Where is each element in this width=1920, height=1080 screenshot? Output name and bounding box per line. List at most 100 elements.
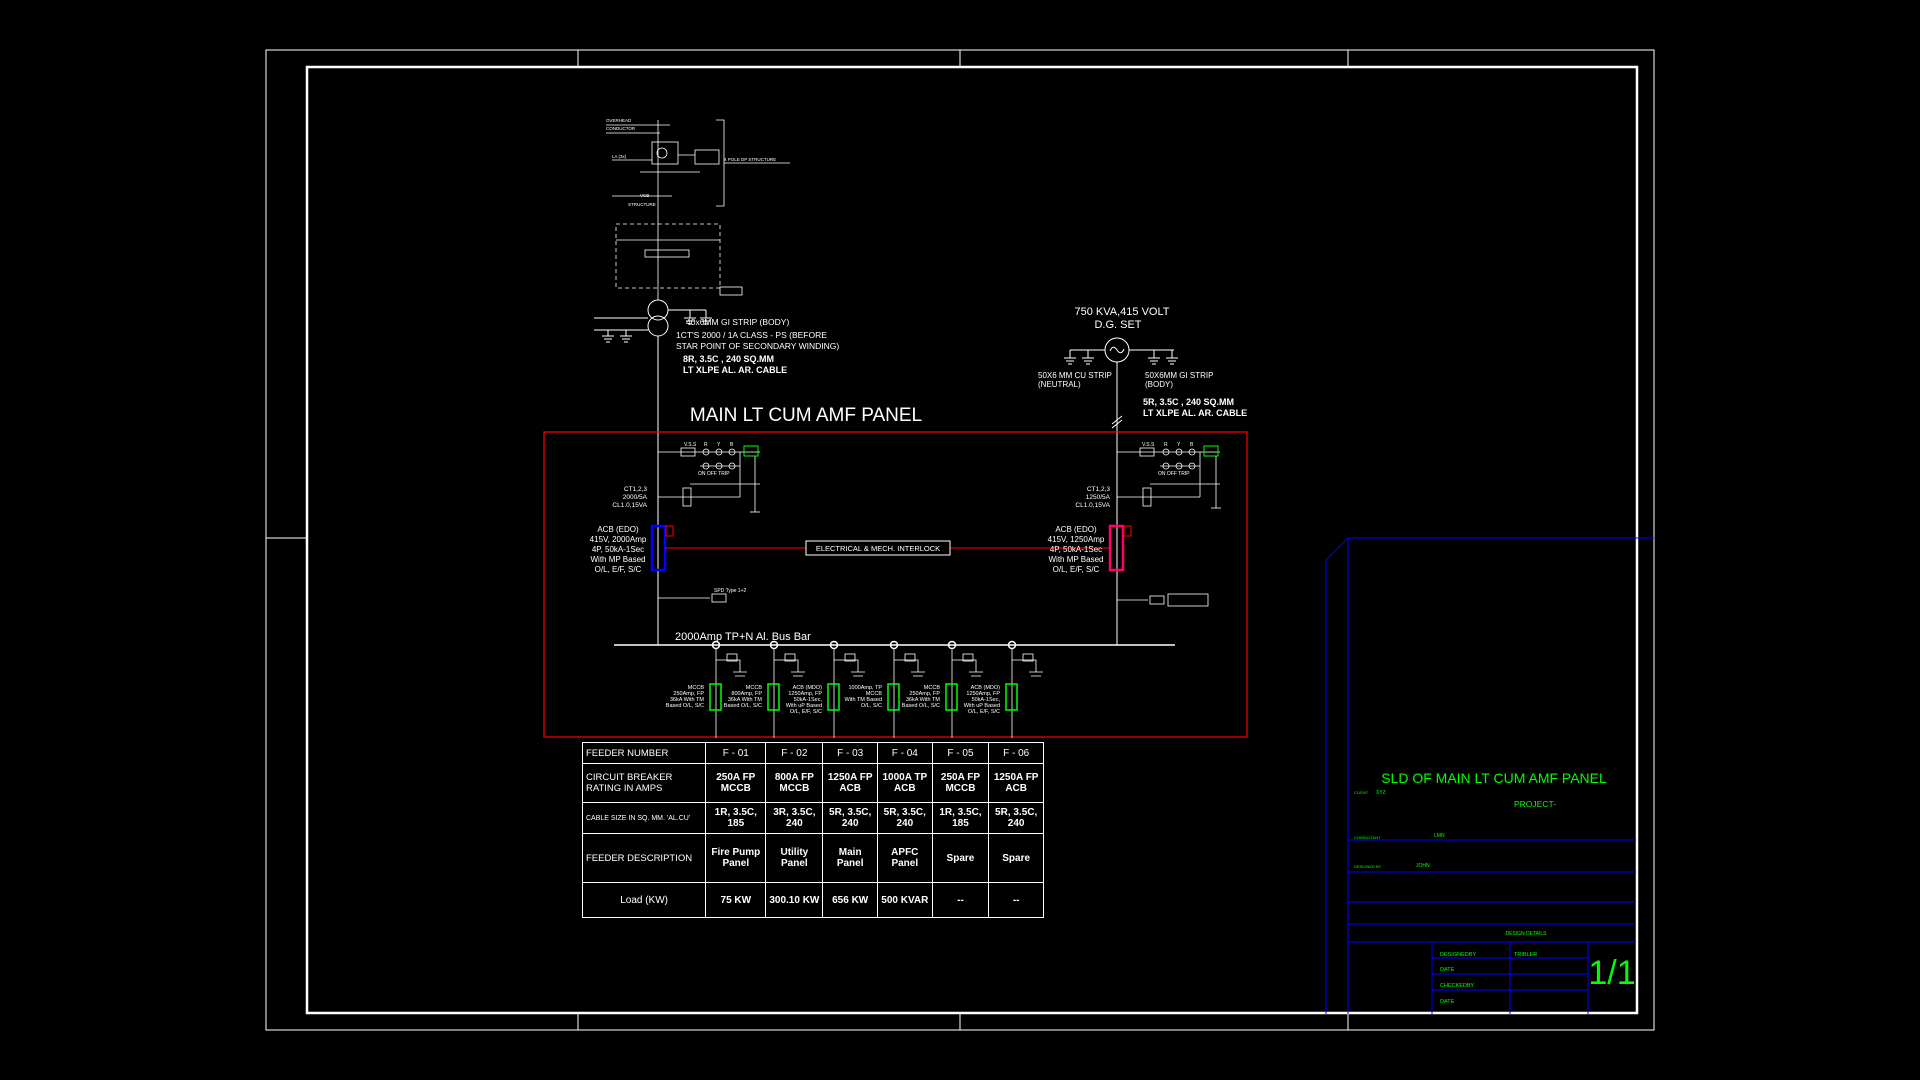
svg-text:1000Amp, TP: 1000Amp, TP xyxy=(848,685,882,691)
sheet-number: 1/1 xyxy=(1588,954,1635,992)
table-cell: 250A FP MCCB xyxy=(705,763,767,803)
consultant-label: CONSULTANT xyxy=(1354,835,1381,840)
svg-text:250Amp, FP: 250Amp, FP xyxy=(909,691,940,697)
design-details-label: DESIGN DETAILS xyxy=(1505,931,1547,937)
feeder-02-drop xyxy=(769,640,805,738)
feeder-schedule-table: FEEDER NUMBER F - 01 F - 02 F - 03 F - 0… xyxy=(581,742,1044,918)
inner-border xyxy=(305,65,1639,1015)
interlock-label: ELECTRICAL & MECH. INTERLOCK xyxy=(816,544,940,553)
prepared-value: TRIBLER xyxy=(1514,952,1537,958)
project-label: PROJECT- xyxy=(1514,799,1556,809)
svg-text:MCCB: MCCB xyxy=(746,685,763,691)
right-acb-label4: With MP Based xyxy=(1049,555,1104,564)
gi-strip-label: 40x6MM GI STRIP (BODY) xyxy=(686,317,789,327)
table-cell: -- xyxy=(931,882,990,918)
left-ct-label3: CL1.0,15VA xyxy=(612,502,647,509)
transformer-symbol xyxy=(594,299,669,645)
row-header: FEEDER DESCRIPTION xyxy=(581,833,707,883)
feeder-05-drop xyxy=(947,640,983,738)
table-cell: Main Panel xyxy=(822,833,878,883)
table-cell: Utility Panel xyxy=(765,833,824,883)
svg-text:ON OFF TRIP: ON OFF TRIP xyxy=(698,471,730,477)
svg-text:36kA With TM: 36kA With TM xyxy=(670,697,705,703)
right-incomer-metering xyxy=(1117,447,1221,607)
svg-text:MCCB: MCCB xyxy=(688,685,705,691)
source-cable-line1: 8R, 3.5C , 240 SQ.MM xyxy=(683,354,774,364)
row-header: Load (KW) xyxy=(581,882,707,918)
svg-text:36kA With TM: 36kA With TM xyxy=(906,697,941,703)
table-row: FEEDER DESCRIPTION Fire Pump Panel Utili… xyxy=(581,833,1044,883)
right-acb xyxy=(1108,524,1125,572)
right-acb-label5: O/L, E/F, S/C xyxy=(1053,565,1100,574)
checked-by-label: CHECKEDBY xyxy=(1440,983,1475,989)
svg-text:O/L, E/F, S/C: O/L, E/F, S/C xyxy=(968,709,1000,715)
table-cell: 500 KVAR xyxy=(876,882,933,918)
designer-label: DESIGNED BY xyxy=(1354,864,1382,869)
svg-text:1250Amp, FP: 1250Amp, FP xyxy=(788,691,822,697)
table-cell: 75 KW xyxy=(705,882,767,918)
table-row: FEEDER NUMBER F - 01 F - 02 F - 03 F - 0… xyxy=(581,742,1044,764)
table-cell: 1R, 3.5C, 185 xyxy=(705,802,767,834)
table-cell: F - 02 xyxy=(765,742,824,764)
svg-text:800Amp, FP: 800Amp, FP xyxy=(731,691,762,697)
left-acb-label4: With MP Based xyxy=(591,555,646,564)
svg-text:ON OFF TRIP: ON OFF TRIP xyxy=(1158,471,1190,477)
table-cell: Spare xyxy=(988,833,1044,883)
feeder-05-breaker xyxy=(945,683,958,711)
table-cell: 250A FP MCCB xyxy=(931,763,990,803)
cable-break-mark xyxy=(1111,415,1123,429)
feeder-01-breaker xyxy=(709,683,722,711)
svg-text:OVERHEAD: OVERHEAD xyxy=(606,118,632,123)
left-ct-label2: 2000/5A xyxy=(623,494,648,501)
right-acb-relay xyxy=(1123,525,1132,537)
table-cell: 5R, 3.5C, 240 xyxy=(822,802,878,834)
row-header: CABLE SIZE IN SQ. MM. 'AL.CU' xyxy=(581,802,707,834)
svg-text:MCCB: MCCB xyxy=(924,685,941,691)
left-acb-relay xyxy=(665,525,674,537)
left-acb-label5: O/L, E/F, S/C xyxy=(595,565,642,574)
left-meter-box xyxy=(743,445,759,457)
date-label-1: DATE xyxy=(1440,967,1455,973)
right-ct-label2: 1250/5A xyxy=(1086,494,1111,501)
svg-text:V.S.S: V.S.S xyxy=(1142,442,1155,448)
right-metering-labels: V.S.S R Y B ON OFF TRIP xyxy=(1142,442,1194,477)
svg-text:With uP Based: With uP Based xyxy=(786,703,822,709)
dg-body-label2: (BODY) xyxy=(1145,380,1173,389)
dg-cable-line1: 5R, 3.5C , 240 SQ.MM xyxy=(1143,397,1234,407)
svg-text:VCB: VCB xyxy=(640,193,649,198)
svg-text:O/L, E/F, S/C: O/L, E/F, S/C xyxy=(790,709,822,715)
svg-text:CONDUCTOR: CONDUCTOR xyxy=(606,126,636,131)
svg-text:Based O/L, S/C: Based O/L, S/C xyxy=(724,703,762,709)
left-acb-label2: 415V, 2000Amp xyxy=(590,535,647,544)
ht-source-section xyxy=(606,119,790,300)
svg-text:R: R xyxy=(704,442,708,448)
table-cell: F - 06 xyxy=(988,742,1044,764)
interlock-box xyxy=(805,540,951,556)
feeder-02-breaker xyxy=(767,683,780,711)
svg-text:4 POLE DP STRUCTURE: 4 POLE DP STRUCTURE xyxy=(724,157,776,162)
table-cell: APFC Panel xyxy=(876,833,933,883)
source-cable-line2: LT XLPE AL. AR. CABLE xyxy=(683,365,787,375)
svg-text:B: B xyxy=(1190,442,1194,448)
right-ct-label1: CT1,2,3 xyxy=(1087,486,1111,493)
svg-text:With TM Based: With TM Based xyxy=(845,697,883,703)
right-ct-label3: CL1.0,15VA xyxy=(1075,502,1110,509)
right-acb-label3: 4P, 50kA-1Sec xyxy=(1050,545,1102,554)
table-cell: 300.10 KW xyxy=(765,882,824,918)
left-acb-label3: 4P, 50kA-1Sec xyxy=(592,545,644,554)
svg-text:O/L, S/C: O/L, S/C xyxy=(861,703,882,709)
left-acb-label1: ACB (EDO) xyxy=(597,525,639,534)
svg-text:V.S.S: V.S.S xyxy=(684,442,697,448)
dg-cable-line2: LT XLPE AL. AR. CABLE xyxy=(1143,408,1247,418)
feeder-04-drop xyxy=(889,640,925,738)
svg-text:50kA-1Sec,: 50kA-1Sec, xyxy=(972,697,1001,703)
feeder-04-breaker xyxy=(887,683,900,711)
svg-text:ACB (MDO): ACB (MDO) xyxy=(971,685,1001,691)
table-cell: -- xyxy=(988,882,1044,918)
